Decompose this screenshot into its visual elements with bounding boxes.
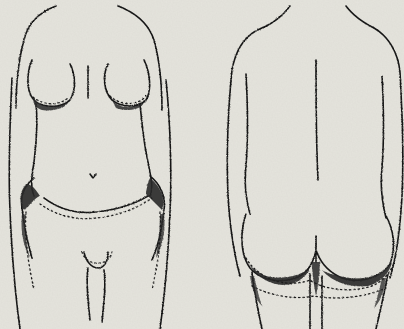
illustration-canvas [0, 0, 404, 329]
body-diagram-svg [0, 0, 404, 329]
